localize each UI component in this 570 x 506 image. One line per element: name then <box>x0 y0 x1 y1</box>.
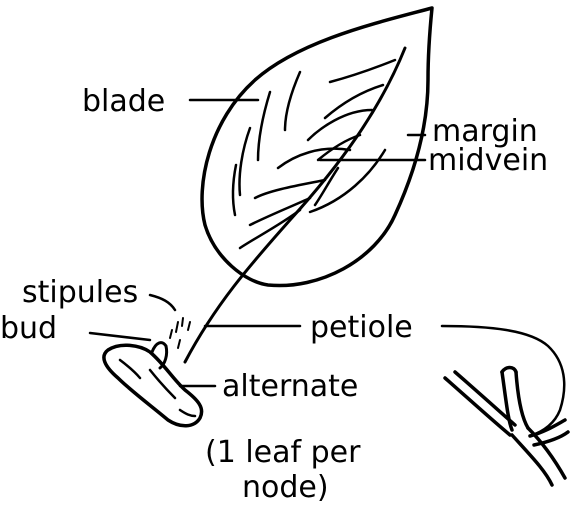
stipules-leader <box>150 295 175 310</box>
bud-leader <box>90 333 150 340</box>
petiole-label: petiole <box>310 310 413 345</box>
leaf-blade-outline <box>202 8 432 286</box>
alternate-label: alternate <box>222 369 358 404</box>
blade-label: blade <box>82 84 165 119</box>
lateral-veins <box>233 60 395 248</box>
note-line-1: (1 leaf per <box>205 435 361 470</box>
midvein-label: midvein <box>428 143 548 178</box>
stipules-marks <box>170 318 190 348</box>
stipules-label: stipules <box>22 275 138 310</box>
bud-label: bud <box>0 311 57 346</box>
note-line-2: node) <box>242 470 329 505</box>
